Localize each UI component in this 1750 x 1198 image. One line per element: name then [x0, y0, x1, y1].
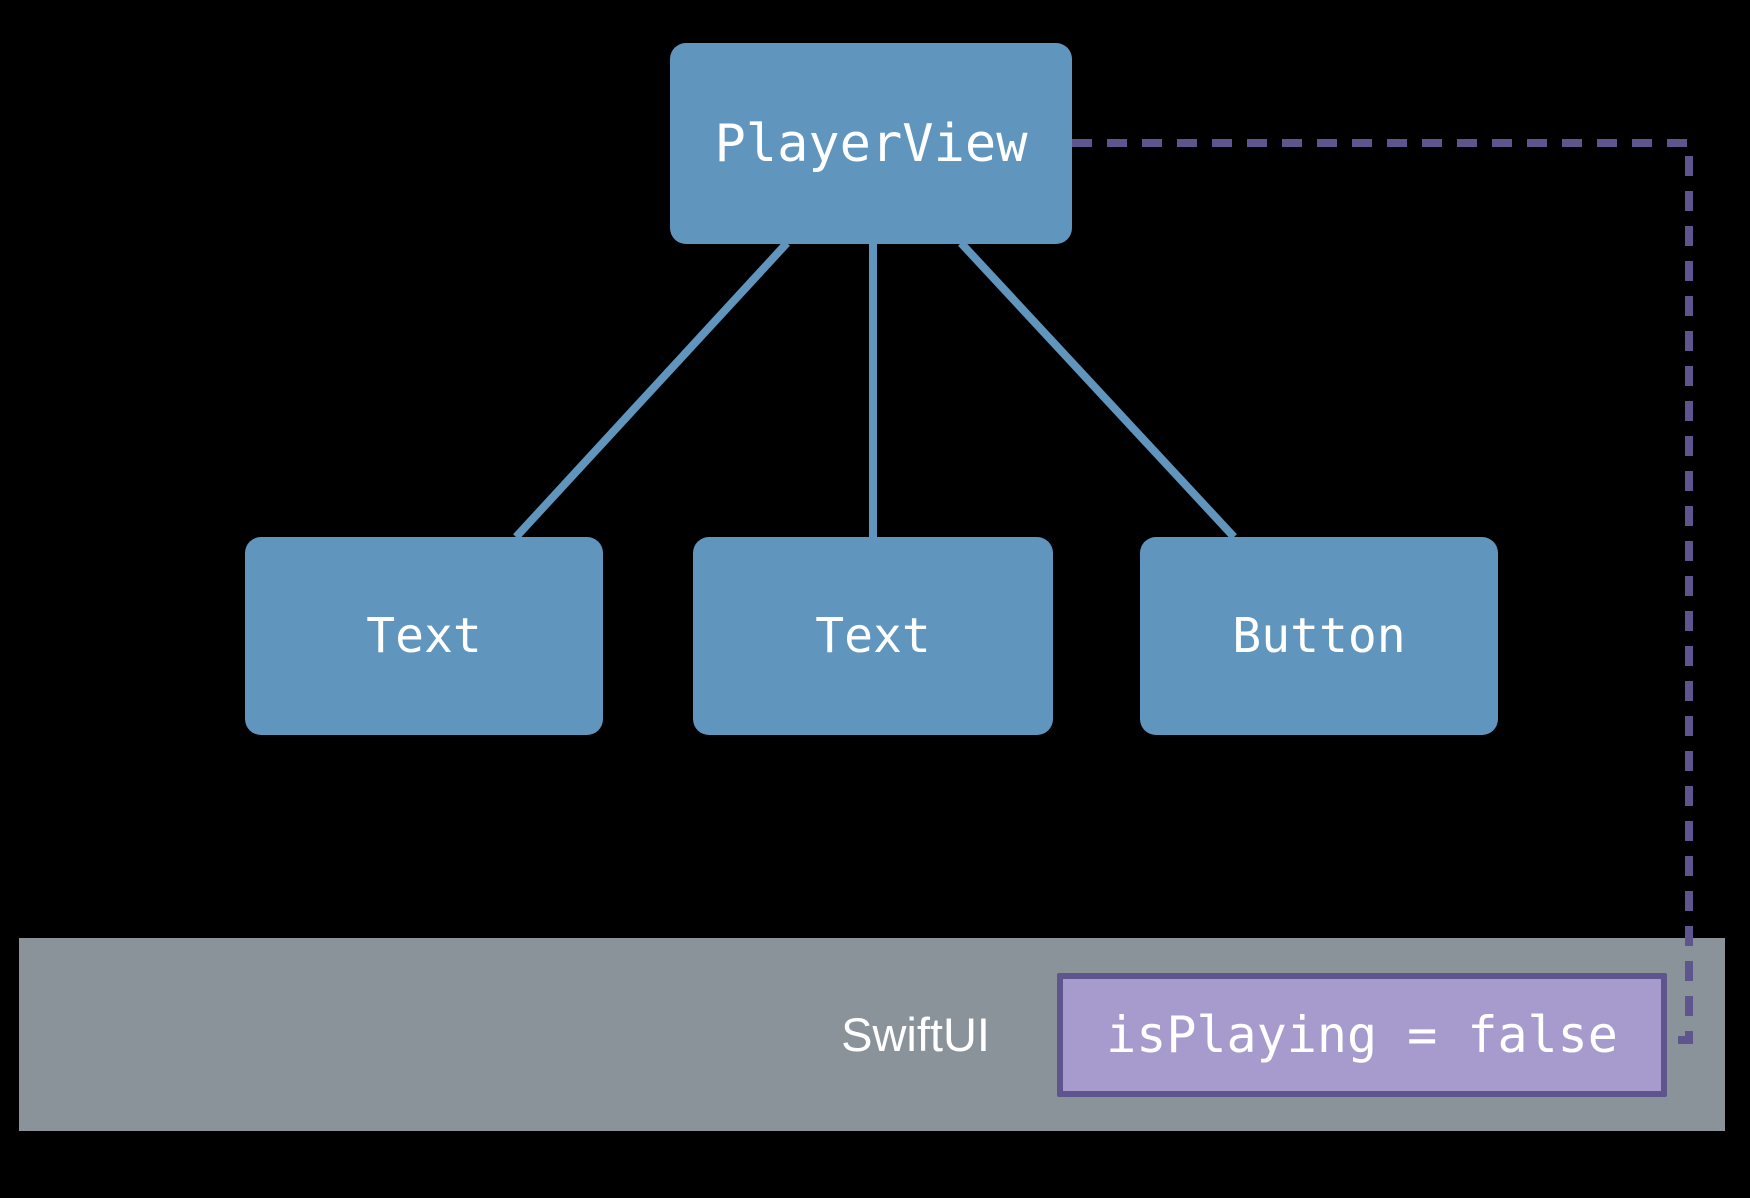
node-playerview: PlayerView [670, 43, 1072, 244]
node-playerview-label: PlayerView [714, 113, 1028, 174]
swiftui-band-label: SwiftUI [841, 1008, 990, 1061]
state-value-box: isPlaying = false [1057, 973, 1667, 1097]
connector-playerview-to-text1 [513, 240, 790, 540]
state-value-label: isPlaying = false [1106, 1006, 1618, 1064]
node-text-2: Text [693, 537, 1053, 735]
node-button-label: Button [1232, 608, 1406, 664]
node-text-1: Text [245, 537, 603, 735]
node-text-2-label: Text [815, 608, 931, 664]
node-text-1-label: Text [366, 608, 482, 664]
connector-playerview-to-button [958, 240, 1237, 540]
node-button: Button [1140, 537, 1498, 735]
dashed-connector-playerview-to-state [1072, 139, 1693, 1044]
